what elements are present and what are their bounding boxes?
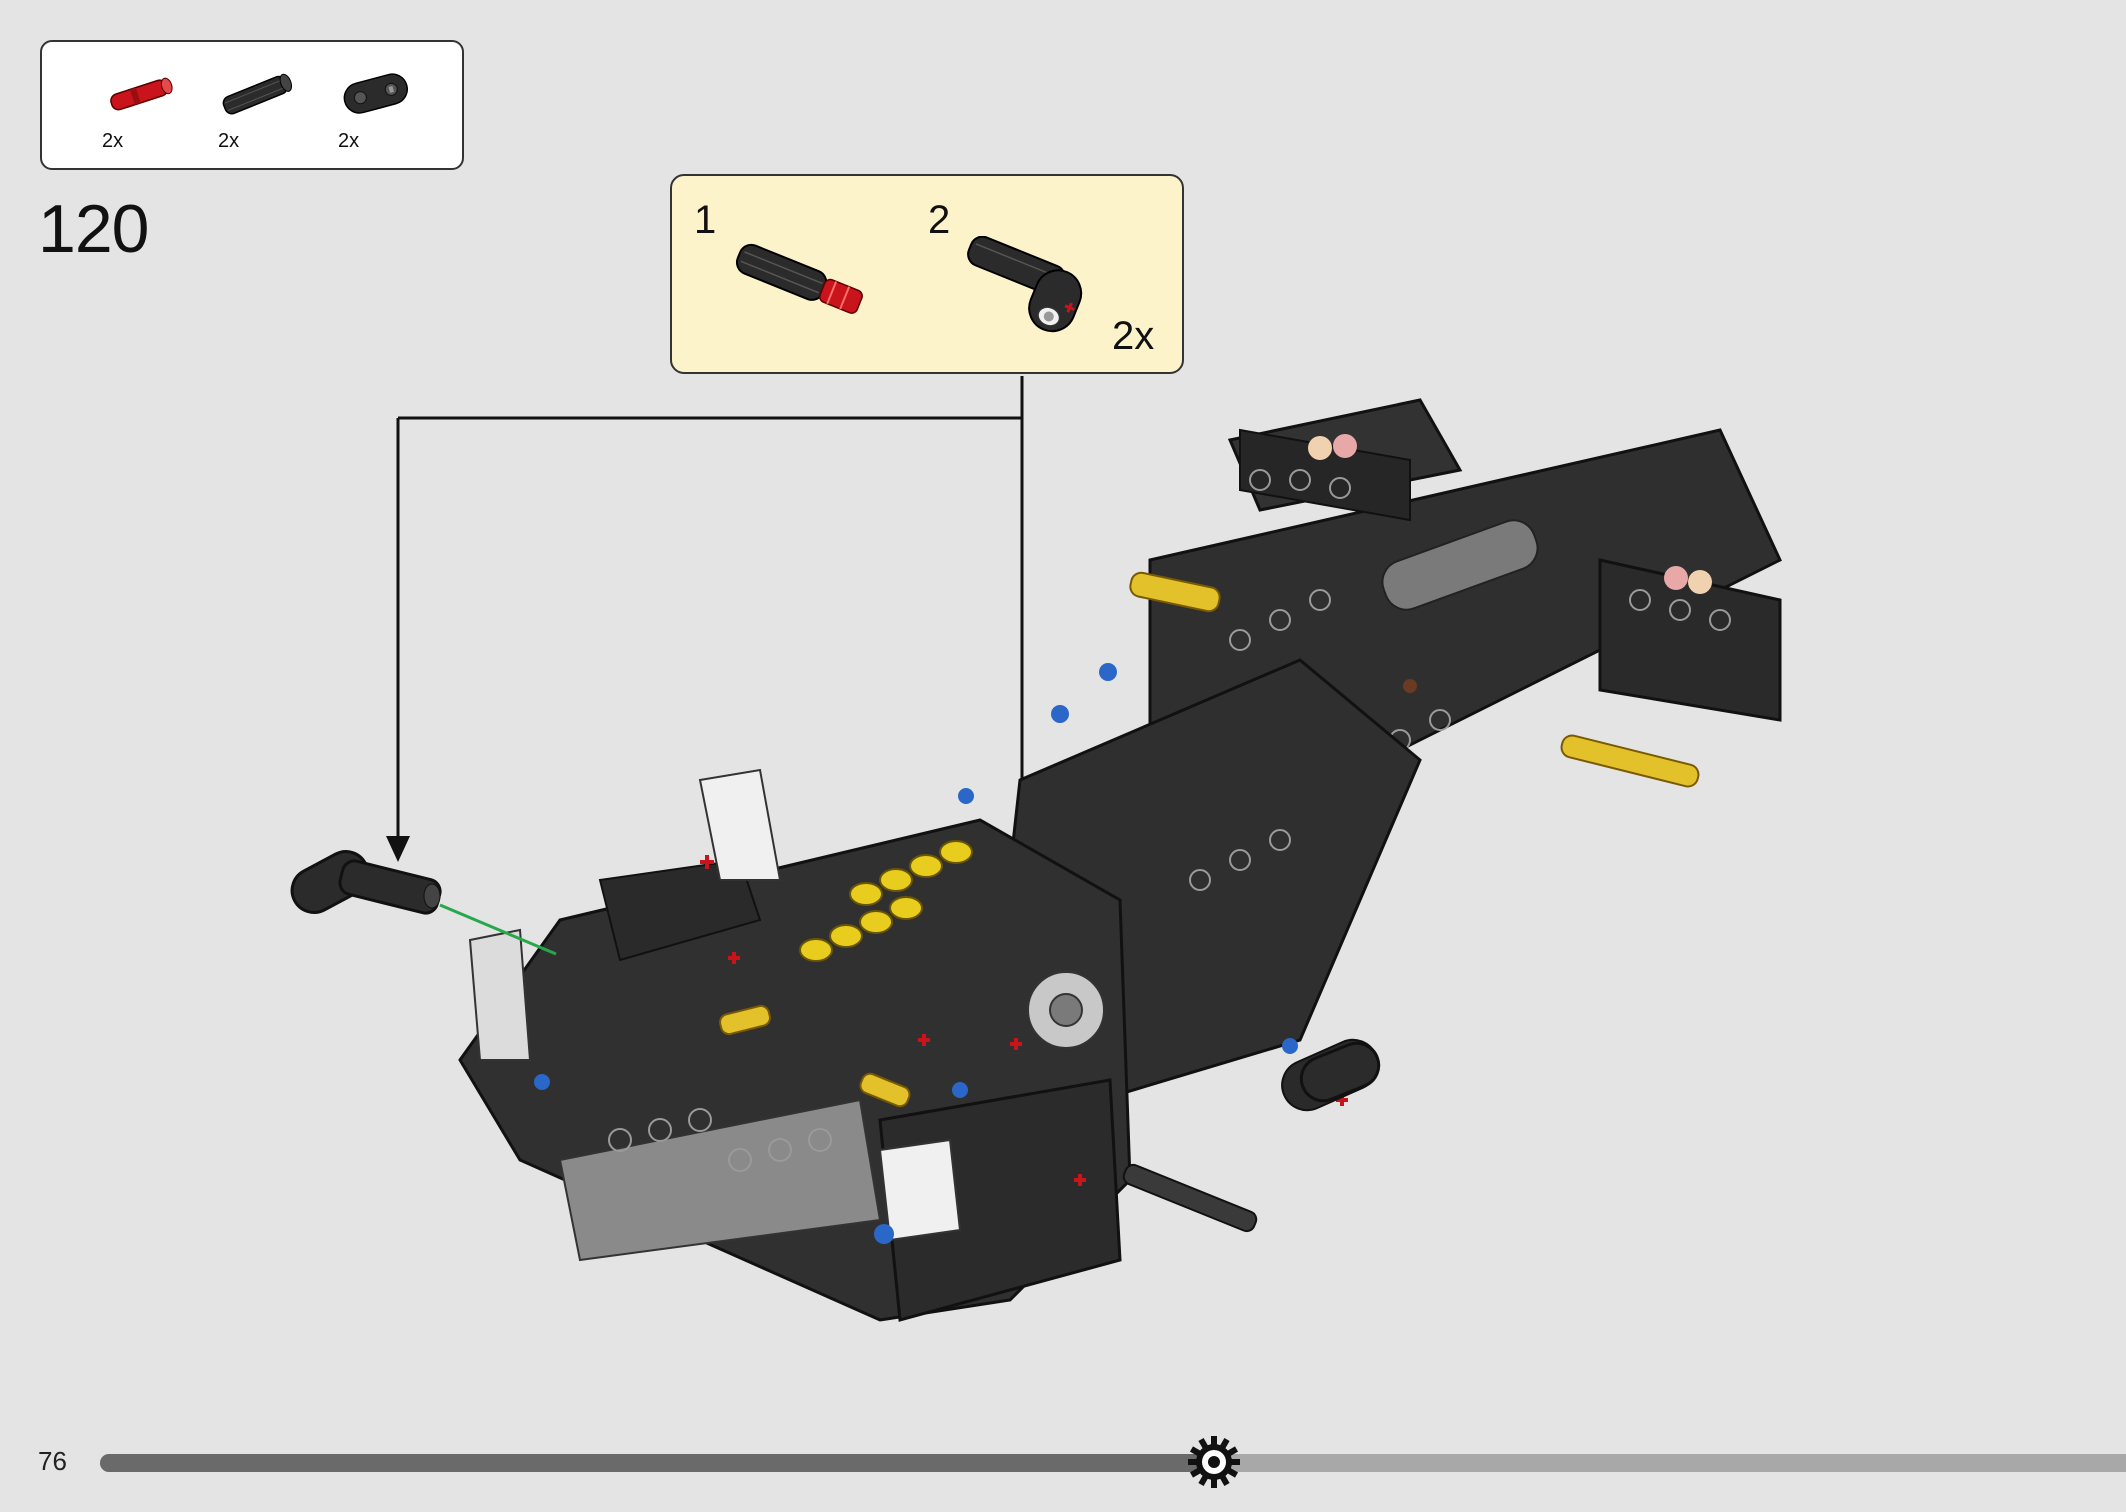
sub-assembly-multiplier: 2x [1112, 314, 1155, 358]
black-axle-icon [222, 73, 293, 115]
progress-fill [100, 1454, 1215, 1472]
part-qty: 2x [102, 130, 124, 152]
part-red-axle-pin: 2x [102, 64, 182, 154]
sub-assembly-callout: 1 2 2x [670, 174, 1184, 374]
black-beam-icon [343, 73, 408, 114]
new-part-right [1299, 1041, 1381, 1103]
sub-step-2-illustration [967, 236, 1083, 333]
part-black-beam: 2x [338, 64, 418, 154]
part-qty: 2x [338, 130, 360, 152]
part-qty: 2x [218, 130, 240, 152]
chassis-front [458, 658, 1422, 1322]
red-axle-pin-icon [110, 77, 173, 111]
gear-icon [1188, 1436, 1241, 1488]
progress-bar [100, 1436, 2126, 1488]
parts-list-box: 2x 2x 2x [40, 40, 464, 170]
page-number: 76 [38, 1446, 67, 1476]
arrow-left-head [386, 836, 410, 862]
sub-step-number-1: 1 [694, 198, 717, 242]
step-number: 120 [38, 191, 149, 267]
new-part-left [290, 850, 557, 956]
part-black-axle: 2x [218, 64, 298, 154]
sub-step-number-2: 2 [928, 198, 951, 242]
sub-step-1-illustration [735, 243, 863, 314]
